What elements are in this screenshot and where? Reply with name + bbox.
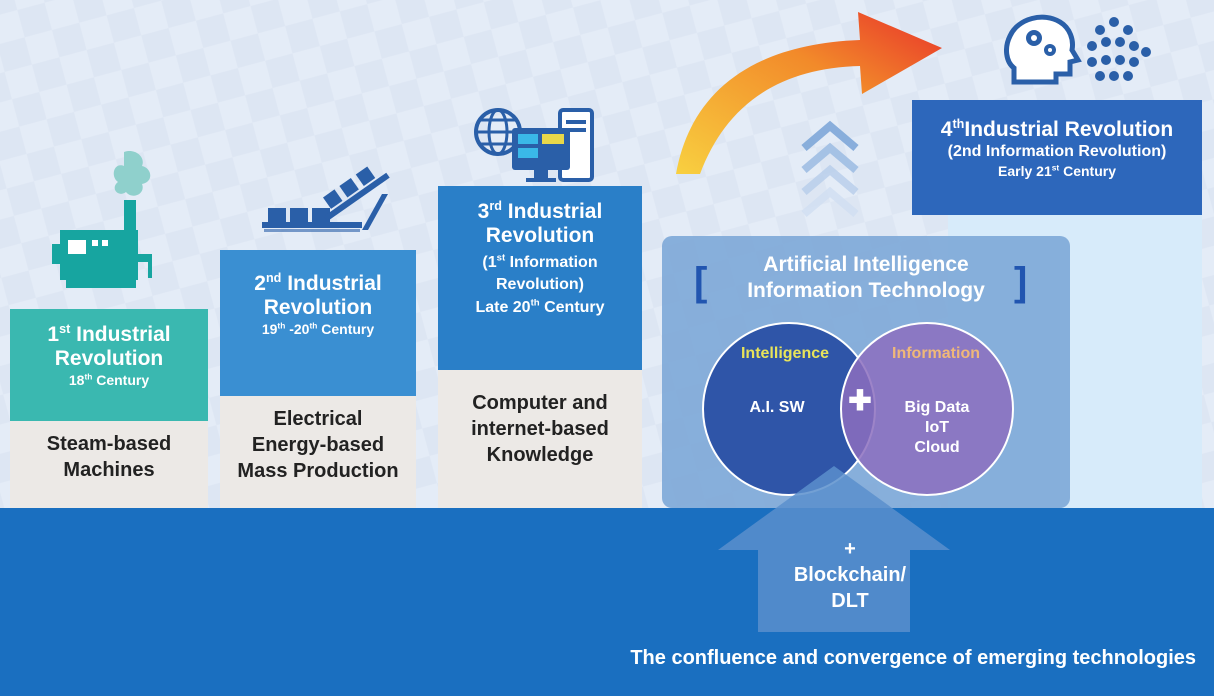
stage1-title-line2: Revolution [54, 347, 164, 370]
computer-globe-icon [474, 108, 594, 182]
stage3-title-line1: Industrial [507, 200, 603, 223]
stage4-century-text: Century [1063, 163, 1116, 179]
stage3-info-open: (1 [482, 254, 497, 271]
footer-caption: The confluence and convergence of emergi… [630, 647, 1196, 669]
stage2-desc-line1: Electrical [273, 408, 363, 430]
up-arrow-shape [718, 466, 950, 632]
stage2-desc-line2: Energy-based [251, 434, 385, 456]
blockchain-line2: DLT [831, 590, 869, 612]
stage3-info-close: Revolution) [496, 276, 584, 293]
stage1-ordinal-suffix: st [59, 322, 71, 336]
stage2-desc-line3: Mass Production [237, 460, 399, 482]
stage4-subtitle: (2nd Information Revolution) [947, 143, 1167, 160]
stage2-century-text: Century [321, 321, 375, 337]
stage2-ordinal: 2 [254, 272, 266, 295]
stage1-ordinal: 1 [47, 323, 60, 346]
ai-head-network-icon [1004, 14, 1151, 85]
ai-title-line1: Artificial Intelligence [763, 253, 969, 276]
stage1-header: 1st Industrial Revolution 18th Century [10, 309, 208, 421]
stage4-early-suffix: st [1051, 162, 1060, 173]
stage3-title-line2: Revolution [485, 224, 595, 247]
stage1-century-suffix: th [84, 371, 93, 382]
stage4-ordinal-suffix: th [952, 117, 965, 131]
stage2-title-line2: Revolution [263, 296, 373, 319]
stage2-ordinal-suffix: nd [265, 271, 282, 285]
blockchain-line1: Blockchain/ [793, 564, 907, 586]
stage3-info-suffix: st [496, 252, 506, 264]
stage3-desc-line2: internet-based [471, 418, 609, 440]
ai-panel-title: Artificial Intelligence Information Tech… [662, 252, 1070, 304]
stage3-header: 3rd Industrial Revolution (1st Informati… [438, 186, 642, 370]
stage3-ordinal: 3 [477, 200, 490, 223]
info-item-cloud: Cloud [914, 439, 960, 456]
steam-engine-icon [52, 150, 152, 288]
stage3-century-text: Century [544, 299, 605, 316]
stage1-desc-line1: Steam-based [46, 433, 172, 455]
stage1-description: Steam-based Machines [10, 421, 208, 508]
left-bracket: [ [694, 260, 708, 304]
stage4-title: Industrial Revolution [964, 118, 1174, 141]
stage3-description: Computer and internet-based Knowledge [438, 370, 642, 508]
stage1-desc-line2: Machines [63, 459, 155, 481]
ai-sw-text: A.I. SW [749, 399, 805, 416]
right-bracket: ] [1014, 260, 1028, 304]
stage4-ordinal: 4 [940, 118, 953, 141]
conveyor-belt-icon [262, 166, 390, 232]
blockchain-plus: + [844, 538, 856, 560]
stage1-century-num: 18 [68, 372, 85, 388]
information-circle [840, 322, 1014, 496]
floor-band [0, 508, 1214, 696]
information-list: Big Data IoT Cloud [872, 398, 1002, 458]
stage3-late-suffix: th [530, 297, 540, 309]
stage3-info-word: Information [509, 254, 598, 271]
stage4-header: 4thIndustrial Revolution (2nd Informatio… [912, 100, 1202, 215]
stage3-desc-line3: Knowledge [486, 444, 594, 466]
stage2-century-a: 19 [261, 321, 278, 337]
chevrons-up-icon [801, 120, 859, 218]
stage2-header: 2nd Industrial Revolution 19th -20th Cen… [220, 250, 416, 396]
stage4-early: Early 21 [998, 163, 1052, 179]
blockchain-label: + Blockchain/ DLT [790, 536, 910, 614]
stage1-century-text: Century [96, 372, 150, 388]
stage2-century-b: -20 [289, 321, 310, 337]
info-item-iot: IoT [925, 419, 949, 436]
information-label: Information [892, 345, 980, 362]
stage2-title-line1: Industrial [287, 272, 382, 295]
stage3-desc-line1: Computer and [472, 392, 608, 414]
intelligence-label: Intelligence [740, 345, 830, 362]
stage3-late: Late 20 [475, 299, 531, 316]
stage2-century-b-suffix: th [309, 320, 318, 331]
stage2-century-a-suffix: th [277, 320, 286, 331]
stage1-title-line1: Industrial [76, 323, 171, 346]
growth-arrow-icon [676, 12, 942, 174]
info-item-bigdata: Big Data [904, 399, 970, 416]
plus-icon: ✚ [848, 385, 872, 416]
stage2-description: Electrical Energy-based Mass Production [220, 396, 416, 508]
stage3-ordinal-suffix: rd [489, 199, 502, 213]
ai-title-line2: Information Technology [747, 279, 985, 302]
